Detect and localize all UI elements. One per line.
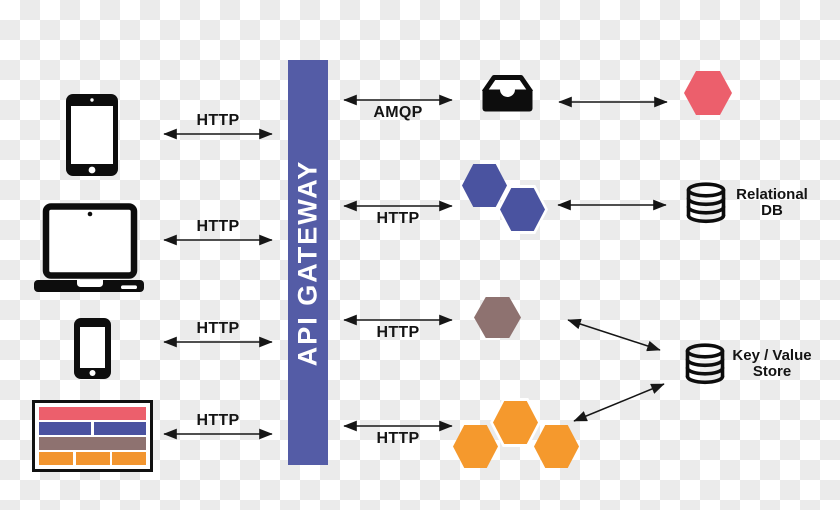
- api-gateway-label: API GATEWAY: [292, 159, 323, 367]
- arrow-gateway-blue-service: [343, 200, 453, 212]
- arrow-phone-gateway: [163, 336, 273, 348]
- relational-db-label: Relational DB: [724, 187, 820, 218]
- arrow-tablet-gateway: [163, 128, 273, 140]
- key-value-store-label-line2: Store: [752, 362, 792, 380]
- arrow-gateway-brown-service: [343, 314, 453, 326]
- blue-hexagon-service-icon: [462, 164, 507, 207]
- smartphone-icon: [74, 318, 111, 379]
- web-page-mockup-icon: [32, 400, 153, 472]
- web-page-row: [39, 407, 146, 420]
- relational-db-label-line1: Relational: [736, 186, 808, 203]
- key-value-store-label-line1: Key / Value: [732, 347, 812, 364]
- protocol-label: HTTP: [376, 210, 420, 227]
- protocol-label: HTTP: [196, 412, 240, 429]
- arrow-brown-service-kv-store: [567, 318, 661, 352]
- relational-db-label-line2: DB: [761, 201, 783, 219]
- orange-hexagon-service-icon: [534, 425, 579, 468]
- protocol-label: HTTP: [196, 218, 240, 235]
- message-queue-inbox-icon: [481, 75, 534, 112]
- web-page-row: [39, 452, 146, 465]
- arrow-laptop-gateway: [163, 234, 273, 246]
- web-page-row: [39, 437, 146, 450]
- blue-hexagon-service-icon: [500, 188, 545, 231]
- arrow-gateway-queue: [343, 94, 453, 106]
- relational-db-icon: [686, 182, 726, 224]
- arrow-webpage-gateway: [163, 428, 273, 440]
- key-value-store-icon: [685, 343, 725, 385]
- arrow-blue-service-relational-db: [557, 199, 667, 211]
- protocol-label: HTTP: [196, 320, 240, 337]
- arrow-queue-red-service: [558, 96, 668, 108]
- protocol-label: HTTP: [376, 324, 420, 341]
- arrow-orange-service-kv-store: [573, 383, 665, 422]
- laptop-icon: [34, 203, 144, 292]
- arrow-gateway-orange-service: [343, 420, 453, 432]
- tablet-icon: [66, 94, 118, 176]
- red-hexagon-service-icon: [684, 71, 732, 115]
- api-gateway-bar: [288, 60, 328, 465]
- protocol-label: HTTP: [376, 430, 420, 447]
- brown-hexagon-service-icon: [474, 297, 521, 338]
- web-page-row: [39, 422, 146, 435]
- protocol-label: AMQP: [373, 104, 423, 121]
- protocol-label: HTTP: [196, 112, 240, 129]
- key-value-store-label: Key / Value Store: [722, 348, 822, 379]
- orange-hexagon-service-icon: [453, 425, 498, 468]
